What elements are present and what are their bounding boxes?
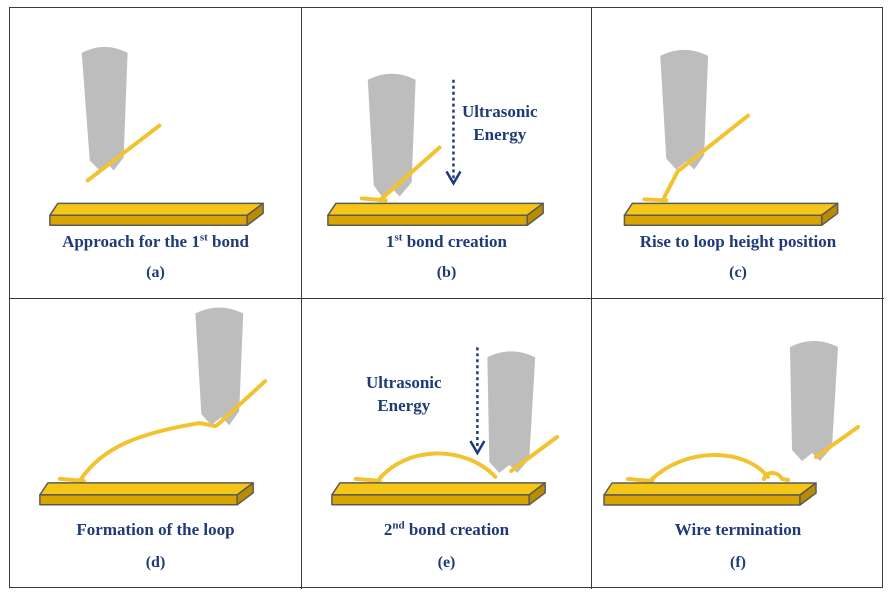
panel-f-title: Wire termination	[674, 520, 802, 539]
ultrasonic-energy-label: Ultrasonic Energy	[366, 373, 442, 415]
substrate-pad	[603, 482, 817, 506]
capillary-tool	[81, 46, 128, 171]
capillary-tool	[790, 341, 838, 461]
panel-e-label: (e)	[437, 554, 456, 571]
panel-f: Wire termination (f)	[592, 299, 884, 589]
gold-wire	[642, 113, 750, 203]
panel-e-drawing	[331, 347, 560, 506]
gold-wire	[353, 435, 560, 483]
gold-wire	[359, 145, 442, 203]
panel-c-drawing	[623, 49, 839, 226]
panel-b-title: 1st bond creation	[386, 231, 507, 251]
substrate-pad	[49, 202, 264, 226]
panel-e-title: 2nd bond creation	[383, 519, 510, 539]
capillary-tool	[660, 49, 709, 170]
capillary-tool	[367, 73, 416, 197]
downward-energy-arrow	[445, 79, 462, 186]
diagram-grid: Approach for the 1st bond (a) Ultraso	[9, 7, 884, 589]
panel-a: Approach for the 1st bond (a)	[10, 8, 302, 299]
panel-d-title: Formation of the loop	[76, 520, 235, 539]
substrate-pad	[331, 482, 546, 506]
panel-e: Ultrasonic Energy 2nd bond creation (e)	[302, 299, 592, 589]
substrate-pad	[39, 482, 254, 506]
panel-c: Rise to loop height position (c)	[592, 8, 884, 299]
capillary-tool	[195, 307, 244, 426]
panel-c-title: Rise to loop height position	[639, 232, 837, 251]
panel-a-title: Approach for the 1st bond	[62, 231, 249, 251]
panel-c-label: (c)	[729, 264, 747, 281]
panel-b-label: (b)	[436, 264, 457, 281]
panel-a-drawing	[49, 46, 264, 226]
panel-a-label: (a)	[146, 264, 165, 281]
gold-wire	[57, 379, 268, 483]
downward-energy-arrow	[469, 347, 486, 456]
gold-wire	[85, 123, 162, 183]
panel-f-drawing	[603, 341, 860, 506]
substrate-pad	[327, 202, 544, 226]
panel-b: Ultrasonic Energy 1st bond creation (b)	[302, 8, 592, 299]
capillary-tool	[487, 351, 536, 473]
panel-f-label: (f)	[730, 554, 746, 571]
gold-wire	[626, 425, 860, 483]
panel-d: Formation of the loop (d)	[10, 299, 302, 589]
ultrasonic-energy-label: Ultrasonic Energy	[462, 102, 538, 144]
panel-d-drawing	[39, 307, 268, 506]
panel-b-drawing	[327, 73, 544, 226]
substrate-pad	[623, 202, 839, 226]
panel-d-label: (d)	[145, 554, 166, 571]
